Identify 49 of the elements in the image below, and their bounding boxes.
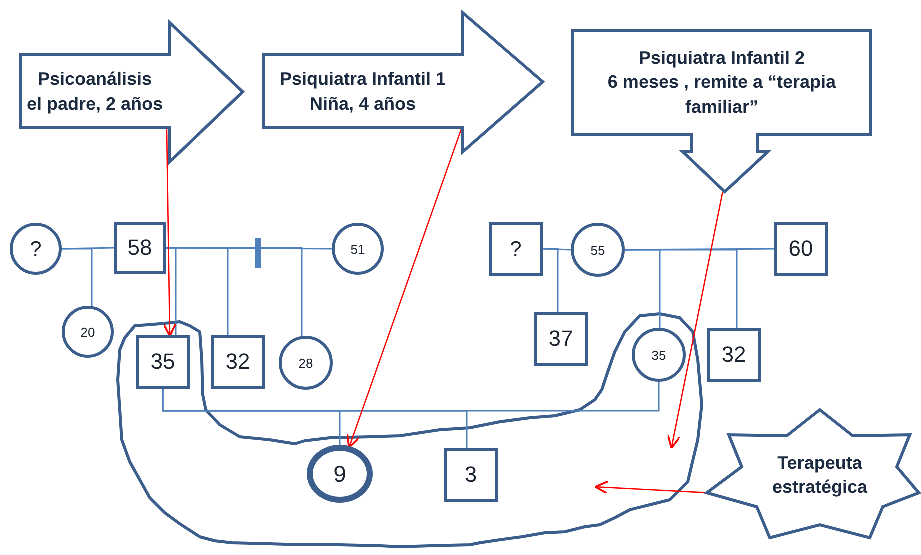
female-circle xyxy=(332,223,384,275)
male-square xyxy=(774,222,828,276)
relationship-line xyxy=(162,389,468,448)
female-circle xyxy=(62,306,114,358)
age-label: ? xyxy=(30,238,42,260)
relationship-line xyxy=(166,247,303,336)
callout-text: Psicoanálisis xyxy=(38,68,152,92)
relationship-line xyxy=(62,248,93,306)
relationship-line xyxy=(625,248,774,251)
callout-text: Niña, 4 años xyxy=(310,92,416,116)
male-square xyxy=(489,222,543,276)
female-circle xyxy=(632,328,686,382)
male-square xyxy=(534,312,588,366)
male-square xyxy=(444,448,498,502)
arrow-callout xyxy=(20,22,244,163)
arrow xyxy=(667,192,724,450)
male-square xyxy=(136,335,190,389)
callout-text: 6 meses , remite a “terapia familiar” xyxy=(606,71,838,119)
age-label: 35 xyxy=(652,348,666,362)
female-circle xyxy=(10,223,62,275)
relationship-line xyxy=(625,249,738,328)
arrow xyxy=(594,480,707,495)
arrow-callout xyxy=(572,30,872,193)
age-label: 51 xyxy=(350,242,366,256)
age-label: 58 xyxy=(128,237,152,259)
arrow xyxy=(162,128,177,338)
age-label: 60 xyxy=(788,238,814,260)
callout-text: Psiquiatra Infantil 1 xyxy=(280,68,446,92)
age-label: 20 xyxy=(80,326,96,338)
relationship-line xyxy=(543,248,559,312)
callout-text: Psiquiatra Infantil 2 xyxy=(638,47,806,70)
age-label: 35 xyxy=(150,351,176,373)
age-label: 32 xyxy=(722,344,746,366)
female-circle xyxy=(279,336,333,390)
arrow-callout xyxy=(263,12,544,153)
callout-text: Terapeuta estratégica xyxy=(771,452,869,499)
age-label: 37 xyxy=(548,328,574,350)
age-label: 3 xyxy=(464,464,478,486)
callout-text: el padre, 2 años xyxy=(26,92,164,116)
age-label: 32 xyxy=(226,351,250,373)
age-label: 55 xyxy=(590,244,606,256)
male-square xyxy=(211,335,265,389)
age-label: 9 xyxy=(334,462,346,486)
male-square xyxy=(707,328,761,382)
relationship-line xyxy=(62,247,114,250)
male-square xyxy=(114,222,166,274)
age-label: 28 xyxy=(298,356,314,370)
female-circle xyxy=(571,223,625,277)
age-label: ? xyxy=(510,238,522,260)
